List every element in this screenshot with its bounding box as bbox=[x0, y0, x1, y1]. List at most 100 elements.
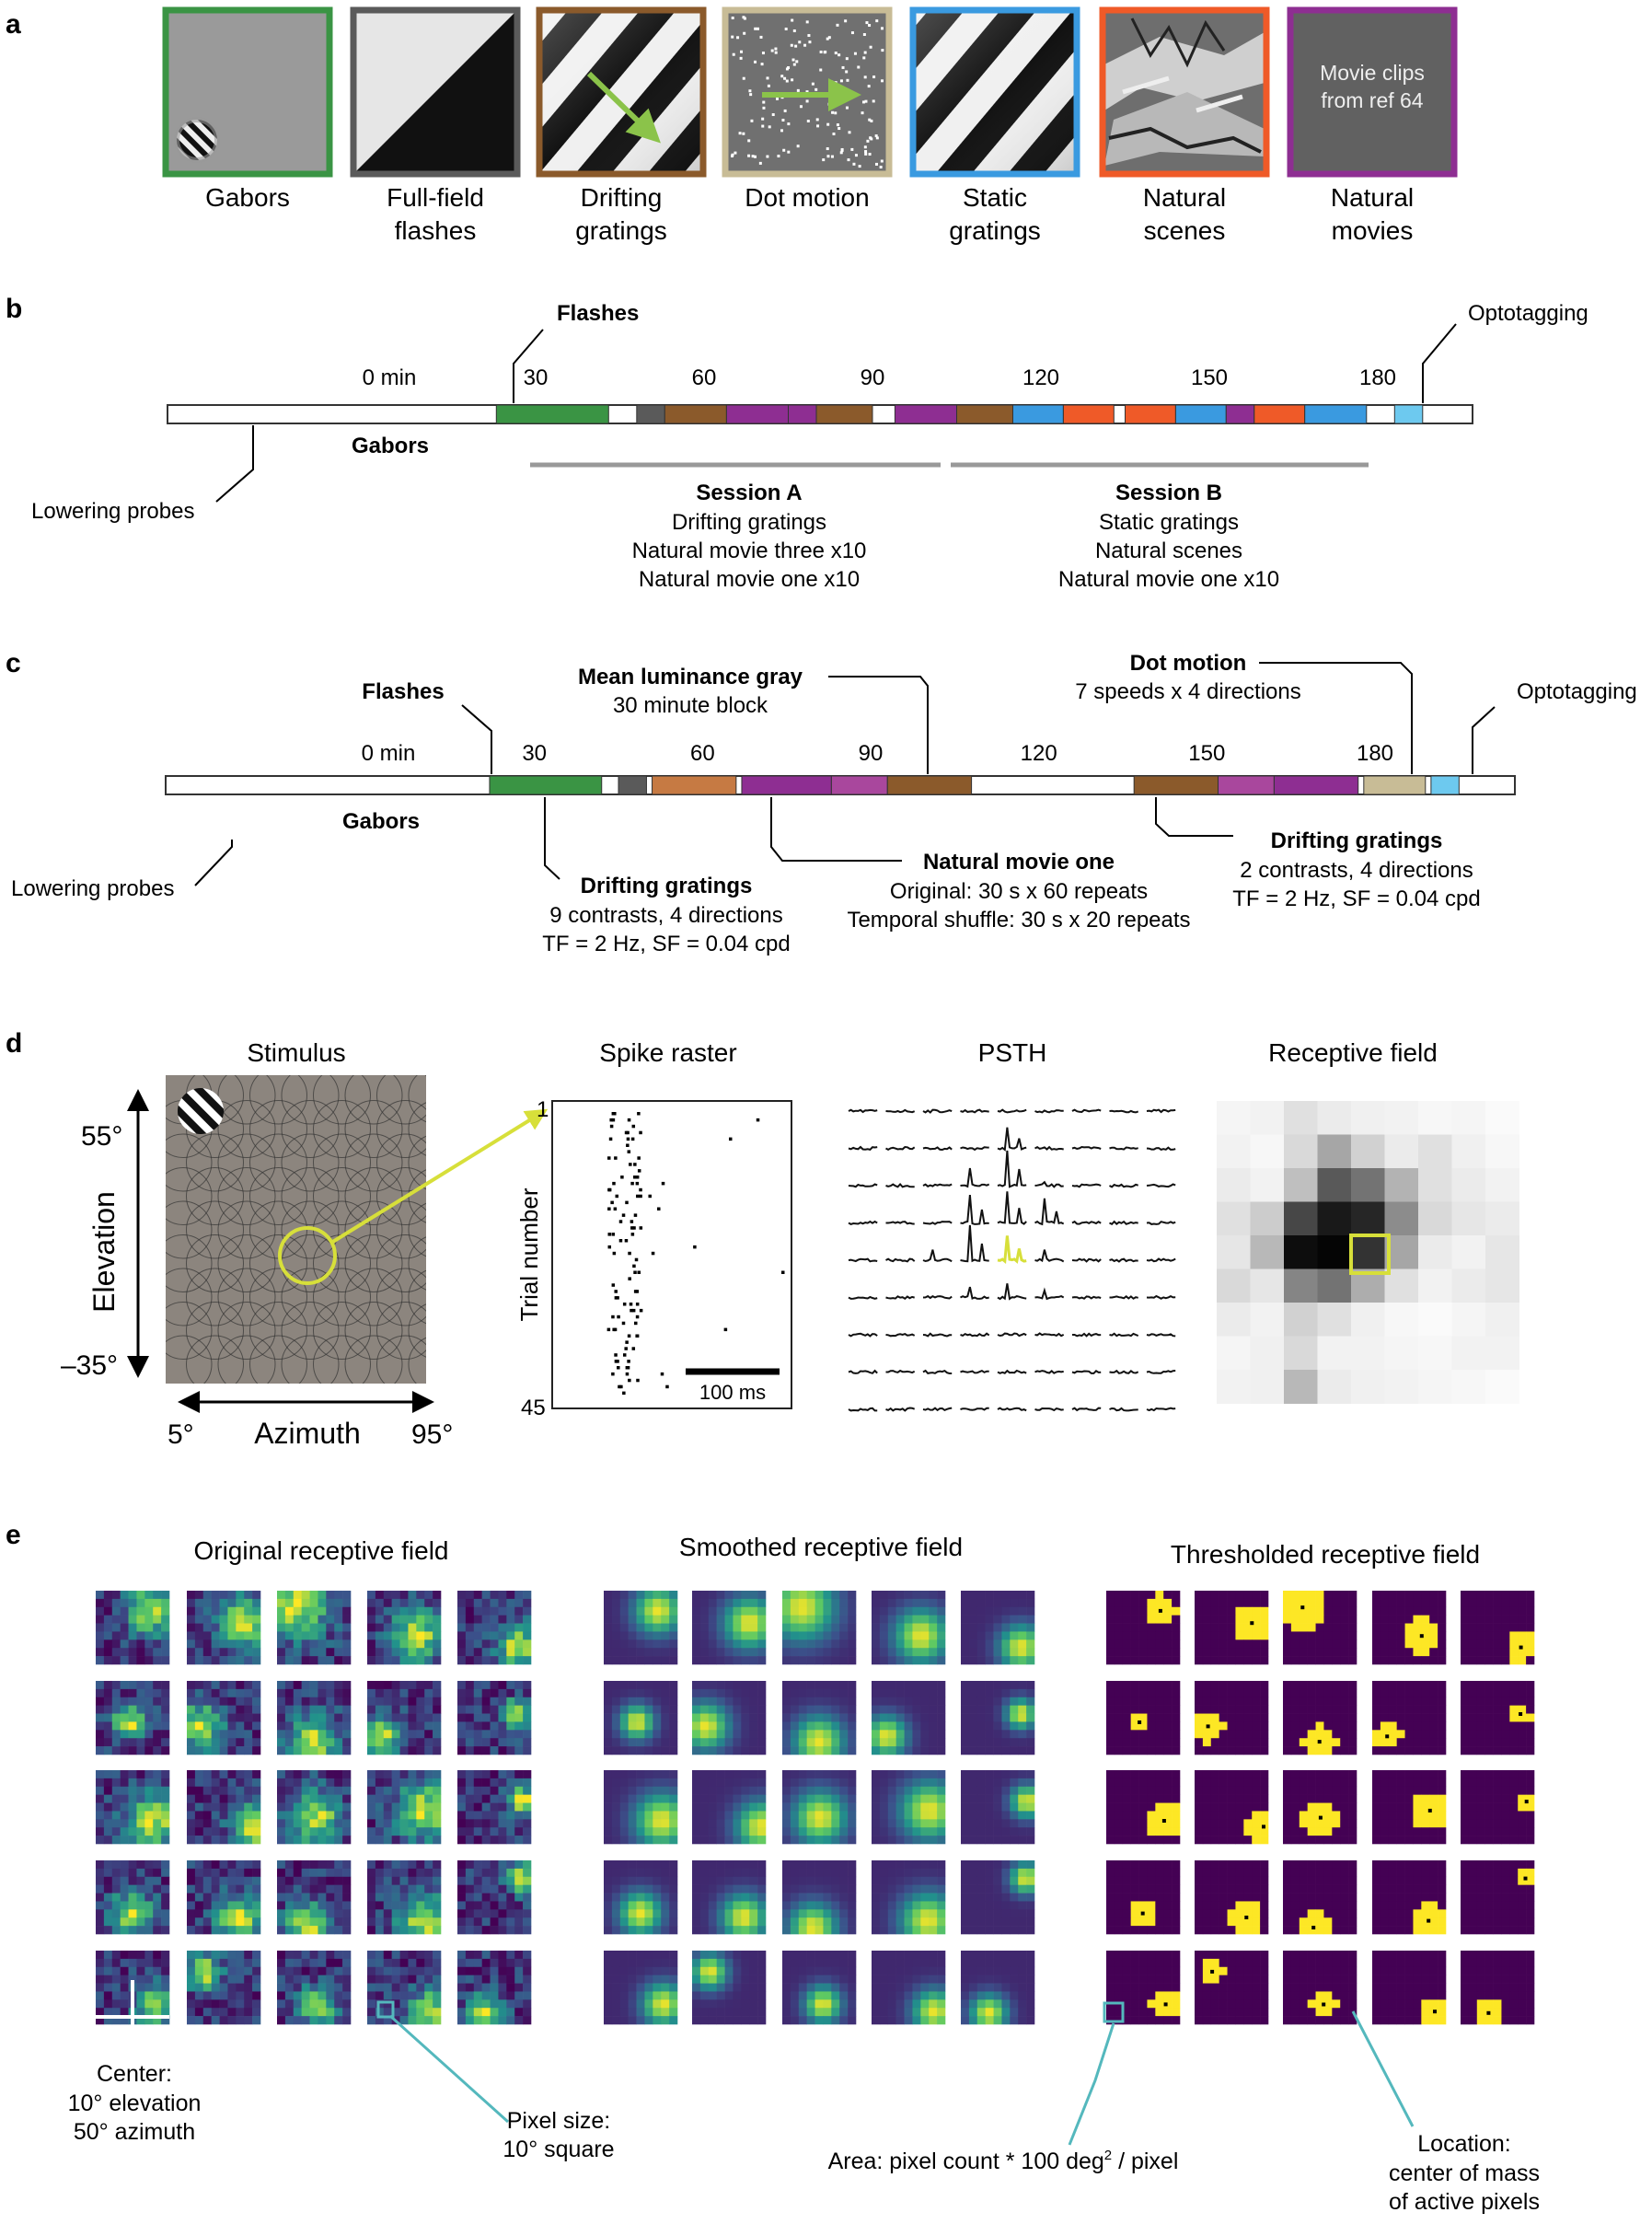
spike bbox=[693, 1245, 697, 1249]
rf-cell bbox=[244, 1721, 253, 1731]
spike bbox=[632, 1264, 636, 1268]
rf-cell bbox=[920, 1598, 930, 1608]
rf-cell bbox=[661, 1598, 670, 1608]
rf-cell bbox=[929, 1705, 938, 1714]
rf-cell bbox=[334, 1860, 343, 1870]
rf-cell bbox=[1388, 1648, 1397, 1657]
rf-cell bbox=[424, 1591, 433, 1600]
rf-cell bbox=[749, 1770, 758, 1779]
rf-cell bbox=[1283, 1598, 1292, 1608]
rf-cell bbox=[219, 1860, 228, 1870]
rf-cell bbox=[1018, 1746, 1027, 1755]
rf-cell bbox=[375, 1746, 385, 1755]
rf-cell bbox=[1138, 1697, 1148, 1706]
rf-cell bbox=[1219, 1917, 1228, 1927]
rf-cell bbox=[136, 1802, 145, 1812]
rf-cell bbox=[611, 1802, 621, 1812]
rf-cell bbox=[367, 1591, 376, 1600]
psth-trace bbox=[960, 1195, 989, 1225]
rf-cell bbox=[227, 1794, 237, 1803]
rf-cell bbox=[391, 1819, 400, 1828]
rf-cell bbox=[636, 1697, 645, 1706]
rf-cell bbox=[96, 1802, 105, 1812]
rf-cell bbox=[1130, 1697, 1139, 1706]
rf-cell bbox=[473, 1819, 482, 1828]
rf-cell bbox=[1526, 1681, 1535, 1690]
rf-cell bbox=[920, 1631, 930, 1640]
rf-cell bbox=[96, 1738, 105, 1747]
rf-cell bbox=[976, 1688, 986, 1698]
rf-cell bbox=[202, 1884, 212, 1894]
rf-cell bbox=[161, 1901, 170, 1910]
rf-cell bbox=[111, 1868, 121, 1878]
rf-cell bbox=[1155, 1836, 1164, 1845]
rf-cell bbox=[1219, 1688, 1228, 1698]
rf-cell bbox=[644, 1738, 653, 1747]
grid-circle bbox=[166, 1167, 213, 1225]
rf-cell bbox=[1010, 1836, 1019, 1845]
rf-cell bbox=[724, 1868, 734, 1878]
rf-cell bbox=[1509, 1705, 1519, 1714]
rf-cell bbox=[408, 1688, 417, 1698]
rf-cell bbox=[136, 1738, 145, 1747]
rf-cell bbox=[798, 1836, 807, 1845]
rf-tile-thresholded bbox=[1283, 1681, 1357, 1755]
grid-circle bbox=[186, 1268, 244, 1326]
rf-cell bbox=[342, 1648, 352, 1657]
rf-cell bbox=[1172, 1786, 1181, 1795]
psth-trace bbox=[1071, 1183, 1102, 1188]
rf-cell bbox=[782, 1730, 791, 1739]
rf-cell bbox=[669, 1836, 678, 1845]
rf-cell bbox=[733, 1697, 742, 1706]
rf-cell bbox=[211, 1705, 220, 1714]
spike bbox=[607, 1245, 612, 1249]
rf-cell bbox=[136, 1598, 145, 1608]
spike bbox=[614, 1296, 618, 1300]
rf-cell bbox=[211, 1917, 220, 1927]
rf-cell bbox=[661, 1802, 670, 1812]
psth-trace bbox=[1071, 1145, 1102, 1151]
rf-cell bbox=[293, 1738, 302, 1747]
rf-cell bbox=[161, 1909, 170, 1918]
rf-cell bbox=[1323, 1738, 1333, 1747]
rf-cell bbox=[277, 1639, 286, 1649]
rf-cell bbox=[465, 1802, 475, 1812]
dot bbox=[808, 41, 812, 44]
rf-cell bbox=[252, 1917, 261, 1927]
stimulus-frame-4 bbox=[909, 6, 1080, 178]
rf-cell bbox=[194, 1681, 204, 1690]
rf-cell bbox=[814, 1802, 824, 1812]
rf-cell bbox=[1332, 1836, 1341, 1845]
rf-cell bbox=[1388, 1802, 1397, 1812]
rf-cell bbox=[887, 1802, 896, 1812]
rf-cell bbox=[1290, 1778, 1300, 1788]
rf-cell bbox=[1252, 1746, 1261, 1755]
rf-cell bbox=[1001, 1811, 1011, 1820]
rf-cell bbox=[644, 1926, 653, 1935]
rf-cell bbox=[1501, 1598, 1510, 1608]
rf-cell bbox=[708, 1811, 717, 1820]
rf-cell bbox=[699, 1893, 710, 1902]
rf-cell bbox=[1438, 1836, 1447, 1845]
c-segment-1 bbox=[618, 775, 647, 795]
rf-cell bbox=[1438, 1606, 1447, 1616]
rf-cell bbox=[399, 1656, 409, 1665]
rf-cell bbox=[1018, 1648, 1027, 1657]
rf-cell bbox=[1429, 1615, 1438, 1624]
rf-cell bbox=[699, 1721, 710, 1731]
rf-cell bbox=[798, 1631, 807, 1640]
rf-cell bbox=[716, 1868, 725, 1878]
c-tick-3: 90 bbox=[859, 741, 884, 766]
rf-cell bbox=[1195, 1836, 1204, 1845]
rf-cell bbox=[1219, 1713, 1228, 1722]
rf-cell bbox=[1501, 1827, 1510, 1836]
rf-cell bbox=[481, 1713, 491, 1722]
rf-cell bbox=[692, 1738, 701, 1747]
rf-cell bbox=[408, 1656, 417, 1665]
rf-cell bbox=[1438, 1656, 1447, 1665]
rf-cell bbox=[1476, 1730, 1485, 1739]
rf-cell bbox=[408, 1648, 417, 1657]
rf-cell bbox=[716, 1639, 725, 1649]
rf-cell bbox=[920, 1819, 930, 1828]
rf-cell bbox=[465, 1786, 475, 1795]
